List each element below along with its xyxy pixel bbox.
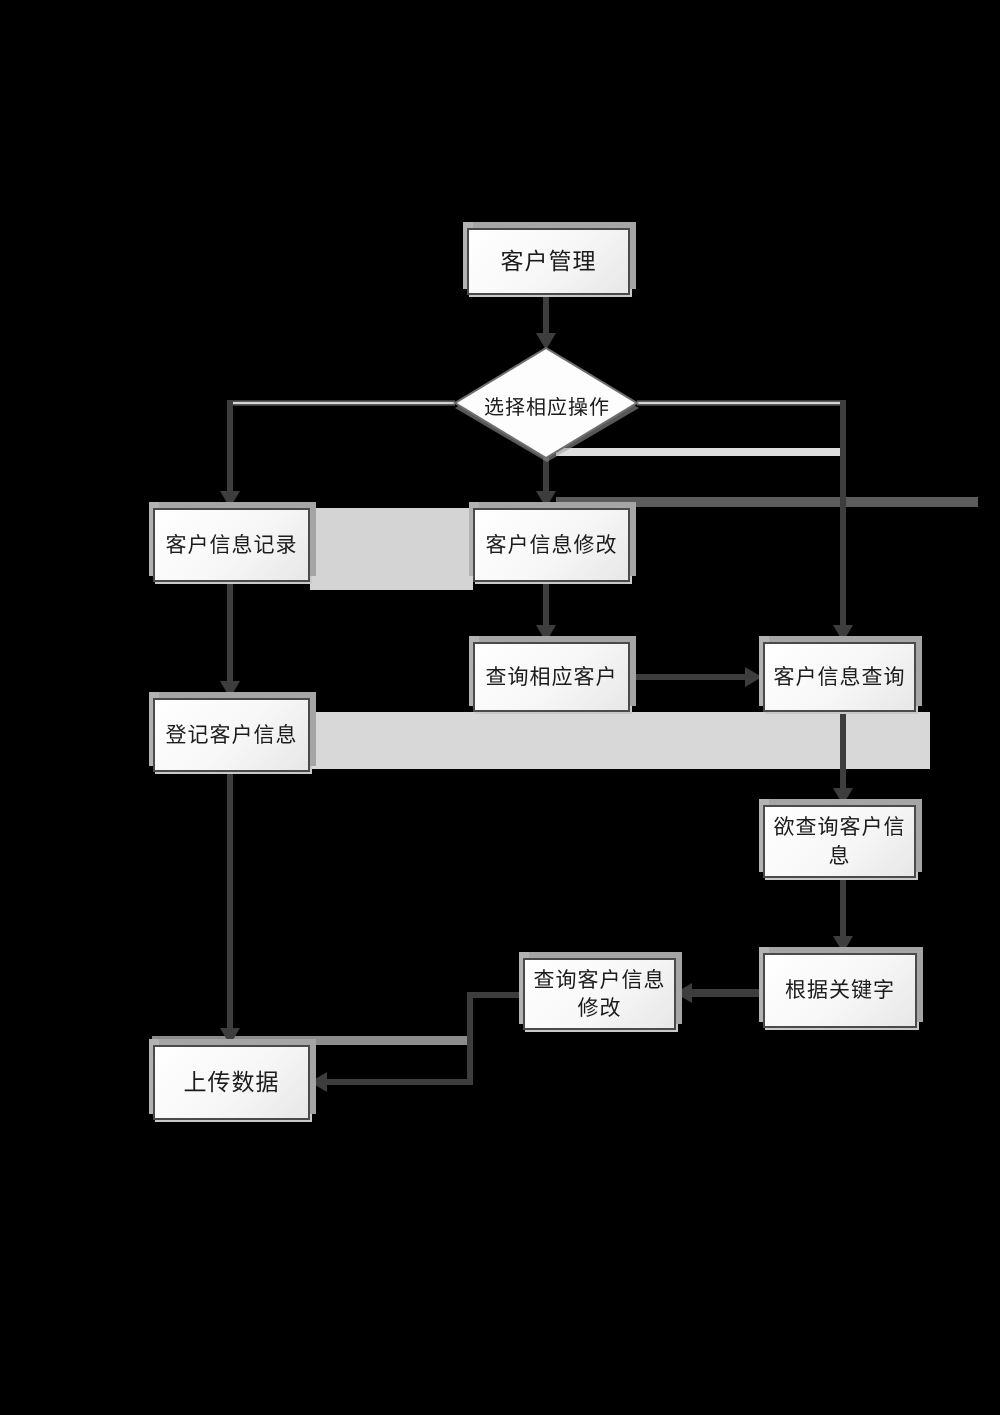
arrowhead-icon (220, 491, 240, 508)
edge-keyword-querymodify (691, 989, 762, 997)
decision-diamond-shape (453, 346, 639, 462)
arrowhead-icon (310, 1072, 327, 1092)
node-upload-label: 上传数据 (183, 1069, 280, 1095)
edge-querymodify-upload-h1 (470, 992, 523, 998)
node-info-query: 客户信息查询 (763, 642, 916, 712)
row-band (152, 1036, 470, 1045)
node-decision: 选择相应操作 (447, 342, 647, 468)
edge-decision-infoquery-h (637, 400, 846, 406)
node-record: 客户信息记录 (153, 508, 310, 582)
node-modify: 客户信息修改 (473, 508, 630, 582)
edge-querymodify-upload-h2 (326, 1079, 473, 1085)
arrowhead-icon (833, 625, 853, 642)
arrowhead-icon (536, 333, 556, 350)
edge-decision-record-h (227, 400, 455, 406)
node-query-modify: 查询客户信息修改 (523, 958, 676, 1030)
node-keyword: 根据关键字 (763, 953, 917, 1028)
node-query-customer-label: 查询相应客户 (485, 664, 618, 689)
arrowhead-icon (220, 681, 240, 698)
node-want-query: 欲查询客户信息 (763, 805, 916, 878)
edge-wantquery-keyword (840, 878, 846, 938)
edge-root-decision (543, 295, 549, 334)
edge-decision-infoquery-v (840, 400, 846, 626)
node-record-label: 客户信息记录 (165, 532, 298, 557)
node-query-modify-label: 查询客户信息修改 (533, 967, 666, 1020)
node-modify-label: 客户信息修改 (485, 532, 618, 557)
node-query-customer: 查询相应客户 (473, 642, 630, 712)
node-decision-label: 选择相应操作 (484, 396, 610, 419)
arrowhead-icon (833, 788, 853, 805)
row-band (310, 712, 930, 769)
arrowhead-icon (220, 1028, 240, 1045)
node-upload: 上传数据 (153, 1045, 310, 1120)
edge-record-register (227, 582, 233, 683)
edge-decision-modify (543, 458, 549, 493)
arrowhead-icon (536, 625, 556, 642)
node-keyword-label: 根据关键字 (785, 978, 895, 1003)
node-info-query-label: 客户信息查询 (773, 664, 906, 689)
arrowhead-icon (745, 667, 762, 687)
arrowhead-icon (833, 936, 853, 953)
edge-modify-querycustomer (543, 582, 549, 627)
edge-decision-record-v (227, 400, 233, 492)
edge-register-upload (227, 772, 233, 1030)
arrowhead-icon (536, 491, 556, 508)
row-band (310, 508, 473, 590)
edge-querymodify-upload-v (467, 992, 473, 1085)
row-band (556, 448, 840, 456)
row-band (556, 497, 978, 507)
node-root-label: 客户管理 (500, 248, 597, 274)
node-register-label: 登记客户信息 (165, 722, 298, 747)
edge-infoquery-wantquery (840, 712, 846, 790)
node-want-query-label: 欲查询客户信息 (773, 815, 906, 868)
node-root: 客户管理 (467, 228, 630, 295)
node-register: 登记客户信息 (153, 698, 310, 772)
edge-querycustomer-infoquery (630, 674, 747, 680)
arrowhead-icon (675, 983, 692, 1003)
